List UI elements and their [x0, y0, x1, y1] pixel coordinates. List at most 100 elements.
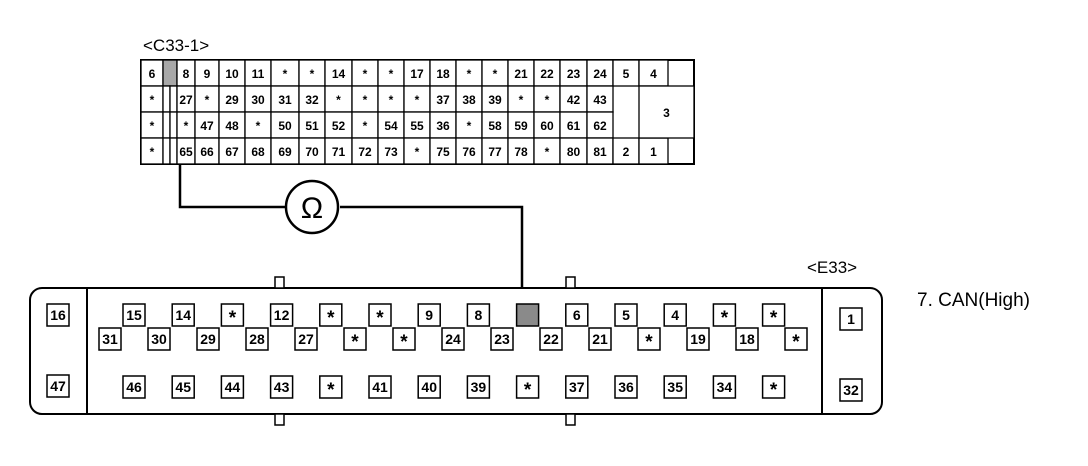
c33-pin-box	[533, 85, 561, 113]
c33-pin-label: *	[519, 93, 524, 107]
e33-pin-label: 4	[671, 307, 679, 323]
e33-pin-label: *	[229, 308, 237, 329]
c33-pin-cell: 50	[270, 111, 300, 139]
c33-pin-box	[194, 137, 220, 165]
c33-pin-box	[351, 85, 379, 113]
c33-pin-cell: 38	[455, 85, 483, 113]
c33-pin-label: 5	[623, 67, 630, 81]
c33-pin-box	[162, 85, 171, 113]
probe-wire-c33	[178, 164, 285, 209]
e33-pin-box	[588, 327, 612, 351]
c33-pin-cell	[162, 111, 171, 139]
c33-pin-cell: *	[244, 111, 272, 139]
c33-pin-cell	[169, 85, 178, 113]
e33-pin-label: 8	[475, 307, 483, 323]
c33-pin-label: *	[467, 119, 472, 133]
e33-pin-label: *	[327, 380, 335, 401]
c33-pin-label: 23	[567, 67, 581, 81]
c33-pin-box	[586, 85, 614, 113]
e33-pin-label: 22	[543, 331, 559, 347]
e33-pin-box	[245, 327, 269, 351]
c33-pin-label: 8	[183, 67, 190, 81]
c33-pin-cell: 4	[638, 59, 669, 87]
c33-pin-cell: 58	[481, 111, 509, 139]
e33-pin-cell: 30	[147, 327, 171, 351]
c33-pin-label: *	[150, 93, 155, 107]
c33-pin-cell: *	[194, 85, 220, 113]
e33-pin-box	[839, 307, 863, 331]
e33-pin-box	[761, 375, 786, 399]
c33-pin-label: 75	[436, 145, 450, 159]
c33-pin-cell: 18	[429, 59, 457, 87]
c33-pin-box	[162, 111, 171, 139]
e33-pin-box	[466, 303, 491, 327]
e33-pin-label: *	[376, 308, 384, 329]
c33-pin-label: 68	[251, 145, 265, 159]
c33-pin-cell: 9	[194, 59, 220, 87]
c33-pin-cell: 69	[270, 137, 300, 165]
c33-pin-label: *	[150, 119, 155, 133]
c33-pin-label: *	[493, 67, 498, 81]
e33-pin-7-highlight	[515, 303, 540, 327]
e33-pin-box	[294, 327, 318, 351]
e33-pin-cell: *	[368, 303, 392, 329]
c33-pin-label: 2	[623, 145, 630, 159]
c33-pin-cell: 55	[403, 111, 431, 139]
c33-pin-label: 43	[593, 93, 607, 107]
e33-pin-cell: 31	[98, 327, 122, 351]
c33-pin-label: *	[363, 119, 368, 133]
c33-pin-cell: *	[351, 111, 379, 139]
c33-pin-cell: 6	[140, 59, 164, 87]
c33-pin-label: 58	[488, 119, 502, 133]
c33-pin-box	[351, 59, 379, 87]
c33-pin-cell: *	[351, 59, 379, 87]
c33-pin-cell: 48	[218, 111, 246, 139]
e33-pin-cell: 18	[735, 327, 759, 351]
c33-pin-box	[507, 137, 535, 165]
e33-pin-box	[515, 375, 540, 399]
c33-pin-label: 67	[225, 145, 239, 159]
c33-pin-cell: 43	[586, 85, 614, 113]
e33-pin-label: *	[770, 308, 778, 329]
c33-pin-cell: 68	[244, 137, 272, 165]
e33-pin-cell: 24	[441, 327, 465, 351]
e33-pin-box	[565, 375, 589, 399]
c33-pin-cell: *	[533, 137, 561, 165]
c33-pin-label: *	[389, 93, 394, 107]
c33-pin-label: 10	[225, 67, 239, 81]
e33-pin-box	[539, 327, 563, 351]
e33-pin-box	[663, 375, 687, 399]
c33-pin-cell: 5	[612, 59, 640, 87]
c33-pin-cell: *	[270, 59, 300, 87]
e33-pin-cell: 47	[46, 374, 70, 398]
e33-pin-label: *	[327, 308, 335, 329]
c33-pin-label: 66	[200, 145, 214, 159]
e33-pin-cell: 43	[269, 375, 294, 399]
c33-pin-box	[377, 137, 405, 165]
e33-pin-label: 18	[739, 331, 755, 347]
c33-pin-cell: 27	[176, 85, 196, 113]
c33-pin-label: 55	[410, 119, 424, 133]
c33-pin-label: 14	[332, 67, 346, 81]
c33-pin-cell: 80	[559, 137, 588, 165]
c33-pin-label: *	[389, 67, 394, 81]
e33-pin-box	[614, 303, 638, 327]
e33-pin-cell: 34	[712, 375, 737, 399]
e33-pin-box	[663, 303, 687, 327]
e33-pin-cell: 9	[417, 303, 441, 327]
e33-pin-box	[319, 375, 343, 399]
c33-pin-box	[638, 85, 695, 139]
c33-pin-cell: 23	[559, 59, 588, 87]
c33-pin-label: 59	[514, 119, 528, 133]
c33-pin-cell: *	[351, 85, 379, 113]
c33-pin-label: 1	[650, 145, 657, 159]
e33-pin-label: 21	[592, 331, 608, 347]
c33-pin-cell: 52	[324, 111, 353, 139]
c33-pin-box	[324, 137, 353, 165]
e33-pin-box	[392, 327, 416, 351]
e33-pin-box	[343, 327, 367, 351]
c33-pin-cell: 42	[559, 85, 588, 113]
c33-pin-label: 22	[540, 67, 554, 81]
c33-pin-label: *	[467, 67, 472, 81]
